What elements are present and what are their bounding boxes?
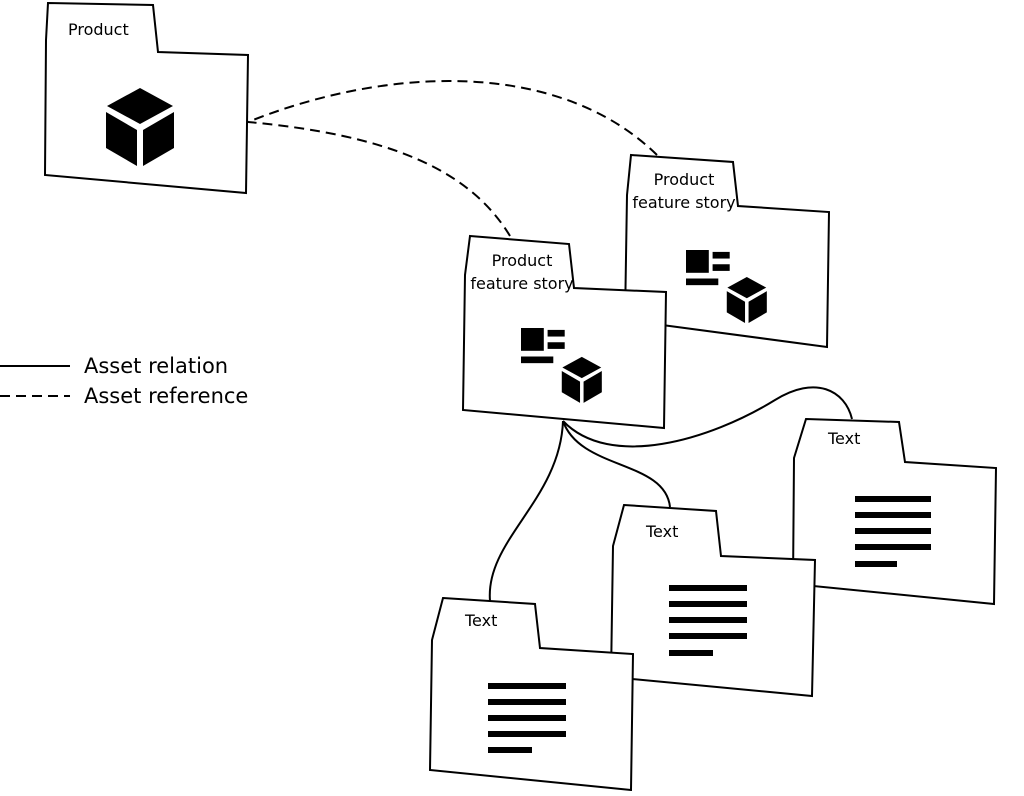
text-folder-left[interactable]: Text bbox=[428, 596, 635, 792]
text-lines-icon bbox=[669, 585, 747, 656]
relation-edge-story-to-text-left bbox=[488, 420, 564, 602]
relation-edge-story-to-text-middle bbox=[562, 420, 671, 508]
product-folder-label: Product bbox=[68, 20, 129, 39]
text-folder-middle-label: Text bbox=[645, 522, 678, 541]
legend-reference-label: Asset reference bbox=[84, 384, 248, 408]
text-folder-middle[interactable]: Text bbox=[609, 503, 817, 698]
edges bbox=[247, 80, 853, 602]
legend-relation-label: Asset relation bbox=[84, 354, 228, 378]
product-folder[interactable]: Product bbox=[43, 1, 250, 195]
feature-story-front-label-line1: Product bbox=[492, 251, 553, 270]
legend: Asset relation Asset reference bbox=[0, 354, 248, 408]
feature-story-back-label-line2: feature story bbox=[632, 193, 735, 212]
text-lines-icon bbox=[855, 496, 931, 567]
cube-icon bbox=[106, 88, 174, 166]
feature-story-folder-front[interactable]: Product feature story bbox=[461, 234, 668, 430]
text-lines-icon bbox=[488, 683, 566, 753]
feature-story-icon bbox=[686, 250, 767, 323]
reference-edge-back-story-to-product bbox=[247, 80, 658, 156]
feature-story-folder-back[interactable]: Product feature story bbox=[623, 153, 831, 349]
relation-edge-story-to-text-right bbox=[562, 386, 853, 448]
text-folder-right-label: Text bbox=[827, 429, 860, 448]
text-folder-right[interactable]: Text bbox=[791, 417, 998, 606]
reference-edge-front-story-to-product bbox=[247, 121, 511, 237]
feature-story-front-label-line2: feature story bbox=[470, 274, 573, 293]
text-folder-left-label: Text bbox=[464, 611, 497, 630]
feature-story-back-label-line1: Product bbox=[654, 170, 715, 189]
